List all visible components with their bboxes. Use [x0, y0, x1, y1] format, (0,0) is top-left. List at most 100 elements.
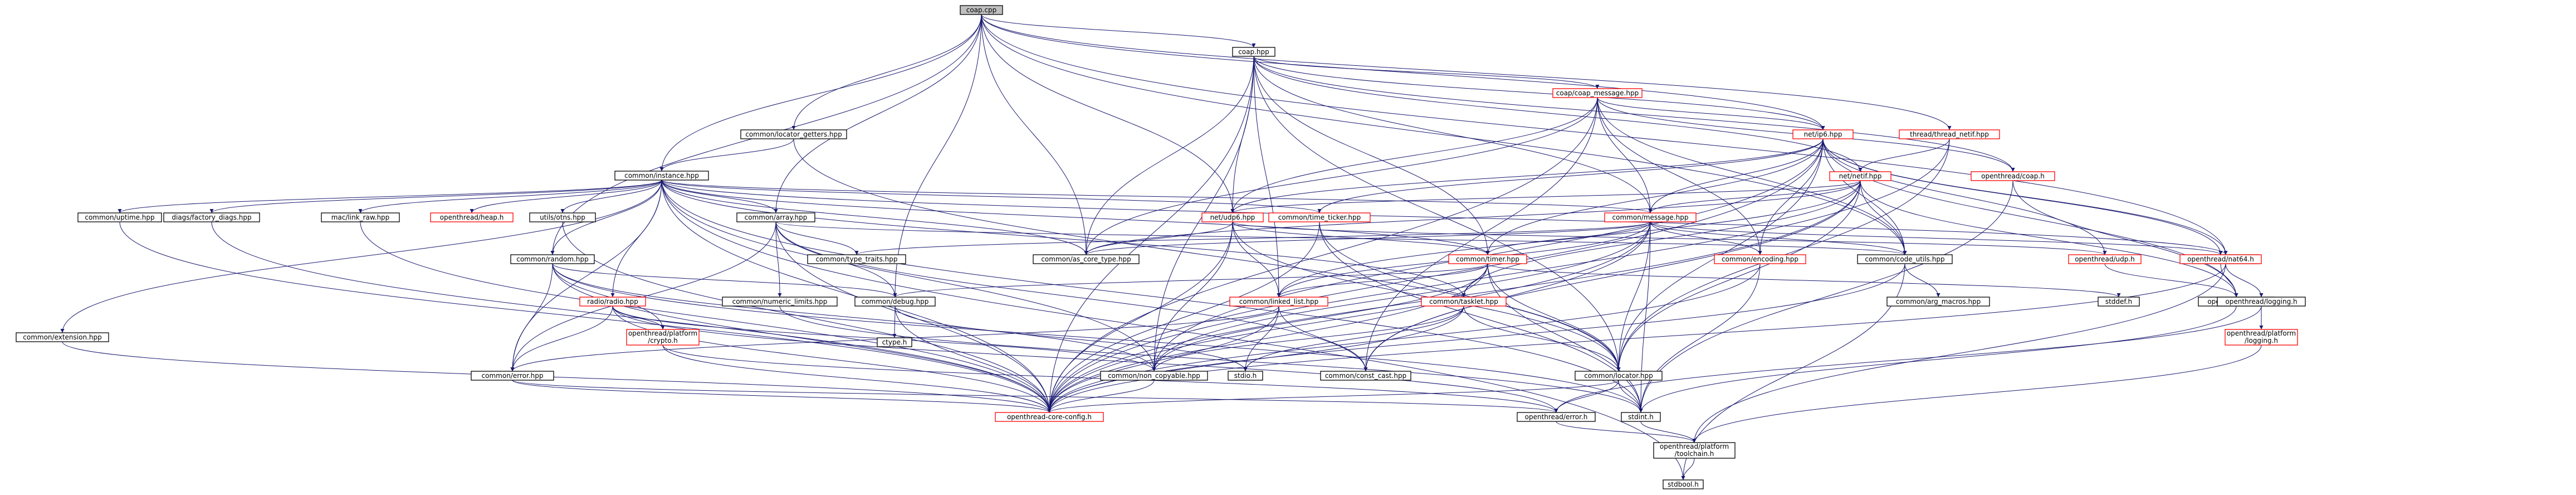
- node-box: [736, 212, 815, 222]
- edge-coap-cpp-to-debug-hpp: [893, 14, 982, 298]
- node-toolchain-h[interactable]: openthread/platform/toolchain.hopenthrea…: [1653, 442, 1736, 459]
- node-box: [529, 212, 596, 222]
- edge-platform-crypto-h-to-core-config-h: [662, 344, 1052, 413]
- node-label: mac/link_raw.hpp: [331, 213, 390, 221]
- node-coap-message-hpp[interactable]: coap/coap_message.hpp: [1552, 88, 1643, 98]
- node-net-netif-hpp[interactable]: net/netif.hpp: [1829, 171, 1891, 181]
- node-message-hpp[interactable]: common/message.hpp: [1604, 212, 1697, 222]
- edge-timer-hpp-to-stddef-h: [1487, 263, 2121, 298]
- node-core-config-h[interactable]: openthread-core-config.h: [995, 412, 1104, 422]
- node-ot-error-h[interactable]: openthread/error.h: [1517, 412, 1596, 422]
- node-label: common/type_traits.hpp: [815, 255, 897, 263]
- node-heap-h[interactable]: openthread/heap.h: [430, 212, 514, 222]
- node-label-line: /crypto.h: [648, 337, 678, 344]
- node-box: [1033, 254, 1140, 264]
- node-udp-h[interactable]: openthread/udp.h: [2068, 254, 2142, 264]
- node-stddef-h[interactable]: stddef.h: [2098, 297, 2140, 307]
- node-radio-hpp[interactable]: radio/radio.hpp: [579, 297, 646, 307]
- node-numeric-limits-hpp[interactable]: common/numeric_limits.hpp: [722, 297, 838, 307]
- node-timer-hpp[interactable]: common/timer.hpp: [1448, 254, 1527, 264]
- node-linked-list-hpp[interactable]: common/linked_list.hpp: [1229, 297, 1328, 307]
- node-locator-getters-hpp[interactable]: common/locator_getters.hpp: [740, 129, 847, 139]
- node-random-hpp[interactable]: common/random.hpp: [510, 254, 595, 264]
- edge-random-hpp-to-platform-crypto-h: [552, 263, 665, 330]
- node-coap-hpp[interactable]: coap.hpp: [1232, 47, 1275, 57]
- node-time-ticker-hpp[interactable]: common/time_ticker.hpp: [1268, 212, 1371, 222]
- edge-instance-hpp-to-random-hpp: [550, 179, 662, 255]
- node-label: coap.cpp: [966, 6, 997, 14]
- node-instance-hpp[interactable]: common/instance.hpp: [614, 171, 709, 181]
- node-box: [626, 329, 700, 346]
- node-uptime-hpp[interactable]: common/uptime.hpp: [77, 212, 162, 222]
- node-label: common/message.hpp: [1612, 213, 1689, 221]
- node-code-utils-hpp[interactable]: common/code_utils.hpp: [1857, 254, 1953, 264]
- edge-coap-cpp-to-locator-getters-hpp: [791, 14, 982, 130]
- node-nat64-h[interactable]: openthread/nat64.h: [2179, 254, 2262, 264]
- node-encoding-hpp[interactable]: common/encoding.hpp: [1714, 254, 1806, 264]
- node-label-line: /toolchain.h: [1675, 450, 1714, 458]
- node-ctype-h[interactable]: ctype.h: [877, 337, 912, 347]
- edge-instance-hpp-to-link-raw-hpp: [358, 179, 662, 213]
- edge-random-hpp-to-error-hpp: [510, 263, 553, 372]
- edge-coap-message-hpp-to-net-udp6-hpp: [1230, 97, 1598, 213]
- node-otns-hpp[interactable]: utils/otns.hpp: [529, 212, 596, 222]
- node-debug-hpp[interactable]: common/debug.hpp: [854, 297, 936, 307]
- edge-instance-hpp-to-message-hpp: [661, 179, 1653, 213]
- edge-time-ticker-hpp-to-stdint-h: [1319, 221, 1643, 413]
- node-const-cast-hpp[interactable]: common/const_cast.hpp: [1320, 371, 1411, 381]
- edge-ot-logging-h-to-ot-error-h: [1554, 305, 2262, 413]
- node-openthread-coap-h[interactable]: openthread/coap.h: [1971, 171, 2055, 181]
- node-as-core-type-hpp[interactable]: common/as_core_type.hpp: [1033, 254, 1140, 264]
- edge-coap-cpp-to-log-hpp: [981, 14, 2228, 255]
- node-array-hpp[interactable]: common/array.hpp: [736, 212, 815, 222]
- edge-radio-hpp-to-ot-error-h: [612, 305, 1558, 413]
- edge-message-hpp-to-type-traits-hpp: [854, 221, 1651, 255]
- edge-encoding-hpp-to-stdint-h: [1639, 263, 1761, 413]
- node-platform-crypto-h[interactable]: openthread/platform/crypto.hopenthread/p…: [626, 329, 700, 346]
- edge-openthread-coap-h-to-stdint-h: [1639, 180, 2013, 413]
- node-label: common/extension.hpp: [23, 333, 101, 341]
- edge-array-hpp-to-const-cast-hpp: [775, 221, 1368, 372]
- node-label: net/netif.hpp: [1839, 172, 1882, 180]
- edge-instance-hpp-to-time-ticker-hpp: [661, 179, 1322, 213]
- node-non-copyable-hpp[interactable]: common/non_copyable.hpp: [1100, 371, 1208, 381]
- node-extension-hpp[interactable]: common/extension.hpp: [16, 332, 109, 342]
- node-arg-macros-hpp[interactable]: common/arg_macros.hpp: [1886, 297, 1990, 307]
- node-box: [1320, 371, 1411, 381]
- edge-net-netif-hpp-to-message-hpp: [1648, 180, 1861, 213]
- node-locator-hpp[interactable]: common/locator.hpp: [1575, 371, 1663, 381]
- node-stdbool-h[interactable]: stdbool.h: [1663, 479, 1704, 489]
- edge-instance-hpp-to-stdint-h: [661, 179, 1643, 413]
- node-box: [163, 212, 260, 222]
- node-box: [614, 171, 709, 181]
- edge-random-hpp-to-non-copyable-hpp: [552, 263, 1156, 372]
- node-box: [1653, 442, 1736, 459]
- node-label: common/time_ticker.hpp: [1278, 213, 1361, 221]
- node-stdint-h[interactable]: stdint.h: [1621, 412, 1661, 422]
- node-box: [1604, 212, 1697, 222]
- node-tasklet-hpp[interactable]: common/tasklet.hpp: [1421, 297, 1507, 307]
- node-label: net/udp6.hpp: [1210, 213, 1255, 221]
- node-ot-logging-h[interactable]: openthread/logging.h: [2217, 297, 2306, 307]
- node-link-raw-hpp[interactable]: mac/link_raw.hpp: [321, 212, 400, 222]
- node-label: stddef.h: [2105, 298, 2132, 305]
- node-label: coap.hpp: [1238, 48, 1269, 56]
- edge-net-udp6-hpp-to-locator-hpp: [1232, 221, 1621, 372]
- node-stdio-h[interactable]: stdio.h: [1228, 371, 1263, 381]
- node-thread-netif-hpp[interactable]: thread/thread_netif.hpp: [1899, 129, 2000, 139]
- edge-timer-hpp-to-linked-list-hpp: [1277, 263, 1488, 298]
- node-factory-diags-hpp[interactable]: diags/factory_diags.hpp: [163, 212, 260, 222]
- edge-instance-hpp-to-timer-hpp: [661, 179, 1490, 255]
- node-type-traits-hpp[interactable]: common/type_traits.hpp: [807, 254, 906, 264]
- node-platform-logging-h[interactable]: openthread/platform/logging.hopenthread/…: [2225, 329, 2298, 346]
- edge-instance-hpp-to-tasklet-hpp: [661, 179, 1466, 298]
- edge-instance-hpp-to-as-core-type-hpp: [661, 179, 1088, 255]
- node-net-ip6-hpp[interactable]: net/ip6.hpp: [1792, 129, 1854, 139]
- node-label: common/encoding.hpp: [1722, 255, 1798, 263]
- edge-factory-diags-hpp-to-core-config-h: [211, 221, 1052, 413]
- node-net-udp6-hpp[interactable]: net/udp6.hpp: [1201, 212, 1264, 222]
- edge-net-ip6-hpp-to-timer-hpp: [1485, 138, 1824, 255]
- edge-timer-hpp-to-core-config-h: [1047, 263, 1488, 413]
- edge-code-utils-hpp-to-arg-macros-hpp: [1904, 263, 1940, 298]
- node-error-hpp[interactable]: common/error.hpp: [471, 371, 554, 381]
